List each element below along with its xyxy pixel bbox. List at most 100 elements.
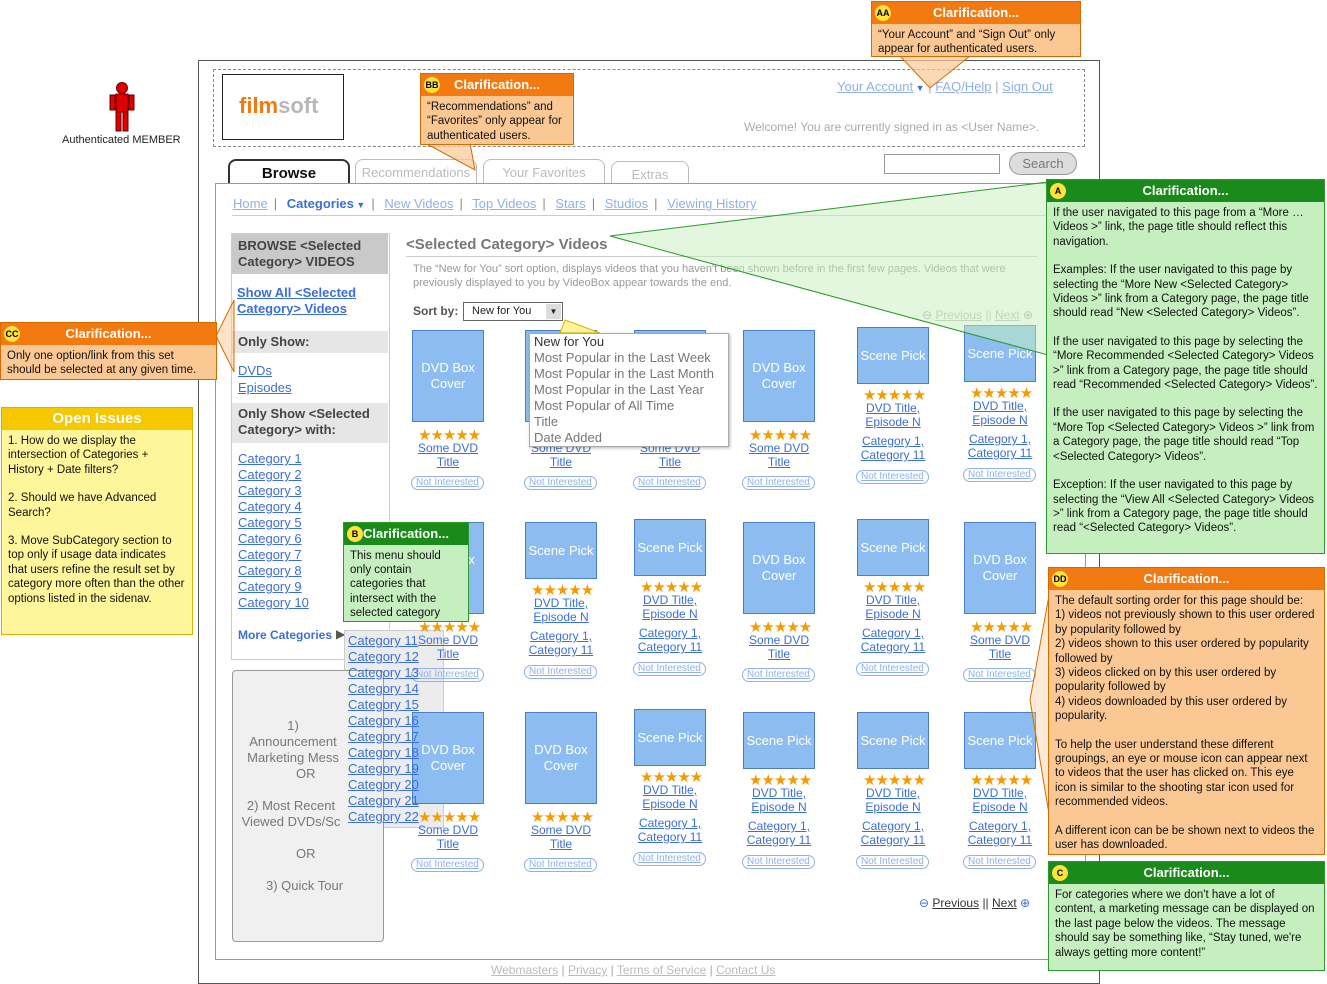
not-interested-button[interactable]: Not Interested	[411, 858, 484, 872]
footer-privacy[interactable]: Privacy	[567, 963, 608, 977]
previous-link[interactable]: Previous	[932, 896, 980, 910]
video-subtitle-link[interactable]: Title	[988, 647, 1012, 661]
video-title-link[interactable]: DVD Title,	[972, 786, 1027, 800]
video-category-link[interactable]: Category 1,	[747, 819, 811, 833]
sort-select[interactable]: New for You ▼	[463, 302, 563, 321]
flyout-category-link[interactable]: Category 14	[348, 681, 419, 696]
video-subtitle-link[interactable]: Episode N	[865, 607, 921, 621]
dvd-box-cover[interactable]: DVD Box Cover	[964, 522, 1036, 614]
sign-out-link[interactable]: Sign Out	[1002, 79, 1053, 94]
not-interested-button[interactable]: Not Interested	[524, 665, 597, 679]
scene-pick-thumb[interactable]: Scene Pick	[634, 519, 706, 576]
not-interested-button[interactable]: Not Interested	[633, 852, 706, 866]
nav-new-videos[interactable]: New Videos	[384, 196, 454, 211]
video-subtitle-link[interactable]: Episode N	[865, 800, 921, 814]
dvd-box-cover[interactable]: DVD Box Cover	[743, 330, 815, 422]
not-interested-button[interactable]: Not Interested	[524, 858, 597, 872]
video-subtitle-link[interactable]: Episode N	[533, 610, 589, 624]
video-category-link[interactable]: Category 1,	[861, 626, 925, 640]
nav-home[interactable]: Home	[233, 196, 268, 211]
video-category-link[interactable]: Category 1,	[968, 819, 1032, 833]
not-interested-button[interactable]: Not Interested	[856, 662, 929, 676]
sidebar-category-link[interactable]: Category 5	[238, 515, 302, 530]
video-title-link[interactable]: DVD Title,	[865, 593, 920, 607]
flyout-category-link[interactable]: Category 17	[348, 729, 419, 744]
scene-pick-thumb[interactable]: Scene Pick	[857, 327, 929, 384]
video-category-link[interactable]: Category 11	[860, 833, 926, 847]
video-category-link[interactable]: Category 11	[967, 833, 1033, 847]
sort-option[interactable]: Most Popular in the Last Month	[534, 366, 714, 381]
sort-option[interactable]: New for You	[534, 334, 605, 349]
video-category-link[interactable]: Category 11	[746, 833, 812, 847]
scene-pick-thumb[interactable]: Scene Pick	[964, 712, 1036, 769]
not-interested-button[interactable]: Not Interested	[963, 668, 1036, 682]
not-interested-button[interactable]: Not Interested	[742, 668, 815, 682]
video-title-link[interactable]: DVD Title,	[865, 401, 920, 415]
video-title-link[interactable]: DVD Title,	[751, 786, 806, 800]
video-subtitle-link[interactable]: Episode N	[972, 800, 1028, 814]
video-category-link[interactable]: Category 11	[528, 643, 594, 657]
video-title-link[interactable]: Some DVD	[417, 633, 479, 647]
nav-viewing-history[interactable]: Viewing History	[667, 196, 757, 211]
video-title-link[interactable]: Some DVD	[748, 633, 810, 647]
tab-recommendations[interactable]: Recommendations	[355, 159, 477, 183]
not-interested-button[interactable]: Not Interested	[856, 470, 929, 484]
video-title-link[interactable]: Some DVD	[748, 441, 810, 455]
flyout-category-link[interactable]: Category 18	[348, 745, 419, 760]
footer-contact[interactable]: Contact Us	[716, 963, 776, 977]
scene-pick-thumb[interactable]: Scene Pick	[634, 709, 706, 766]
dvd-box-cover[interactable]: DVD Box Cover	[743, 522, 815, 614]
not-interested-button[interactable]: Not Interested	[963, 855, 1036, 869]
tab-favorites[interactable]: Your Favorites	[483, 159, 605, 183]
not-interested-button[interactable]: Not Interested	[411, 476, 484, 490]
sidebar-category-link[interactable]: Category 6	[238, 531, 302, 546]
video-subtitle-link[interactable]: Episode N	[751, 800, 807, 814]
video-subtitle-link[interactable]: Episode N	[865, 415, 921, 429]
not-interested-button[interactable]: Not Interested	[633, 662, 706, 676]
flyout-category-link[interactable]: Category 15	[348, 697, 419, 712]
nav-top-videos[interactable]: Top Videos	[472, 196, 537, 211]
video-subtitle-link[interactable]: Episode N	[642, 797, 698, 811]
scene-pick-thumb[interactable]: Scene Pick	[857, 712, 929, 769]
sidebar-category-link[interactable]: Category 7	[238, 547, 302, 562]
video-subtitle-link[interactable]: Episode N	[972, 413, 1028, 427]
video-subtitle-link[interactable]: Title	[436, 647, 460, 661]
not-interested-button[interactable]: Not Interested	[742, 476, 815, 490]
video-subtitle-link[interactable]: Title	[767, 455, 791, 469]
not-interested-button[interactable]: Not Interested	[856, 855, 929, 869]
flyout-category-link[interactable]: Category 19	[348, 761, 419, 776]
nav-studios[interactable]: Studios	[604, 196, 649, 211]
scene-pick-thumb[interactable]: Scene Pick	[743, 712, 815, 769]
video-category-link[interactable]: Category 1,	[968, 432, 1032, 446]
video-subtitle-link[interactable]: Title	[767, 647, 791, 661]
search-input[interactable]	[884, 154, 1000, 174]
flyout-category-link[interactable]: Category 12	[348, 649, 419, 664]
sort-option[interactable]: Title	[534, 414, 559, 429]
sort-option[interactable]: Most Popular in the Last Week	[534, 350, 711, 365]
video-title-link[interactable]: DVD Title,	[972, 399, 1027, 413]
video-category-link[interactable]: Category 1,	[861, 434, 925, 448]
show-all-link[interactable]: Show All <Selected Category> Videos	[237, 285, 357, 316]
flyout-category-link[interactable]: Category 16	[348, 713, 419, 728]
video-category-link[interactable]: Category 11	[637, 830, 703, 844]
sidebar-category-link[interactable]: Category 9	[238, 579, 302, 594]
video-subtitle-link[interactable]: Title	[436, 837, 460, 851]
flyout-category-link[interactable]: Category 20	[348, 777, 419, 792]
video-subtitle-link[interactable]: Title	[658, 455, 682, 469]
footer-webmasters[interactable]: Webmasters	[491, 963, 559, 977]
sort-option[interactable]: Most Popular in the Last Year	[534, 382, 704, 397]
not-interested-button[interactable]: Not Interested	[963, 468, 1036, 482]
nav-stars[interactable]: Stars	[555, 196, 586, 211]
video-subtitle-link[interactable]: Title	[549, 455, 573, 469]
flyout-category-link[interactable]: Category 22	[348, 809, 419, 824]
video-category-link[interactable]: Category 11	[860, 448, 926, 462]
video-title-link[interactable]: DVD Title,	[865, 786, 920, 800]
video-category-link[interactable]: Category 11	[967, 446, 1033, 460]
video-category-link[interactable]: Category 1,	[861, 819, 925, 833]
search-button[interactable]: Search	[1009, 152, 1077, 175]
video-category-link[interactable]: Category 11	[637, 640, 703, 654]
faq-link[interactable]: FAQ/Help	[935, 79, 992, 94]
scene-pick-thumb[interactable]: Scene Pick	[525, 522, 597, 579]
sidebar-category-link[interactable]: Category 8	[238, 563, 302, 578]
video-category-link[interactable]: Category 1,	[638, 626, 702, 640]
